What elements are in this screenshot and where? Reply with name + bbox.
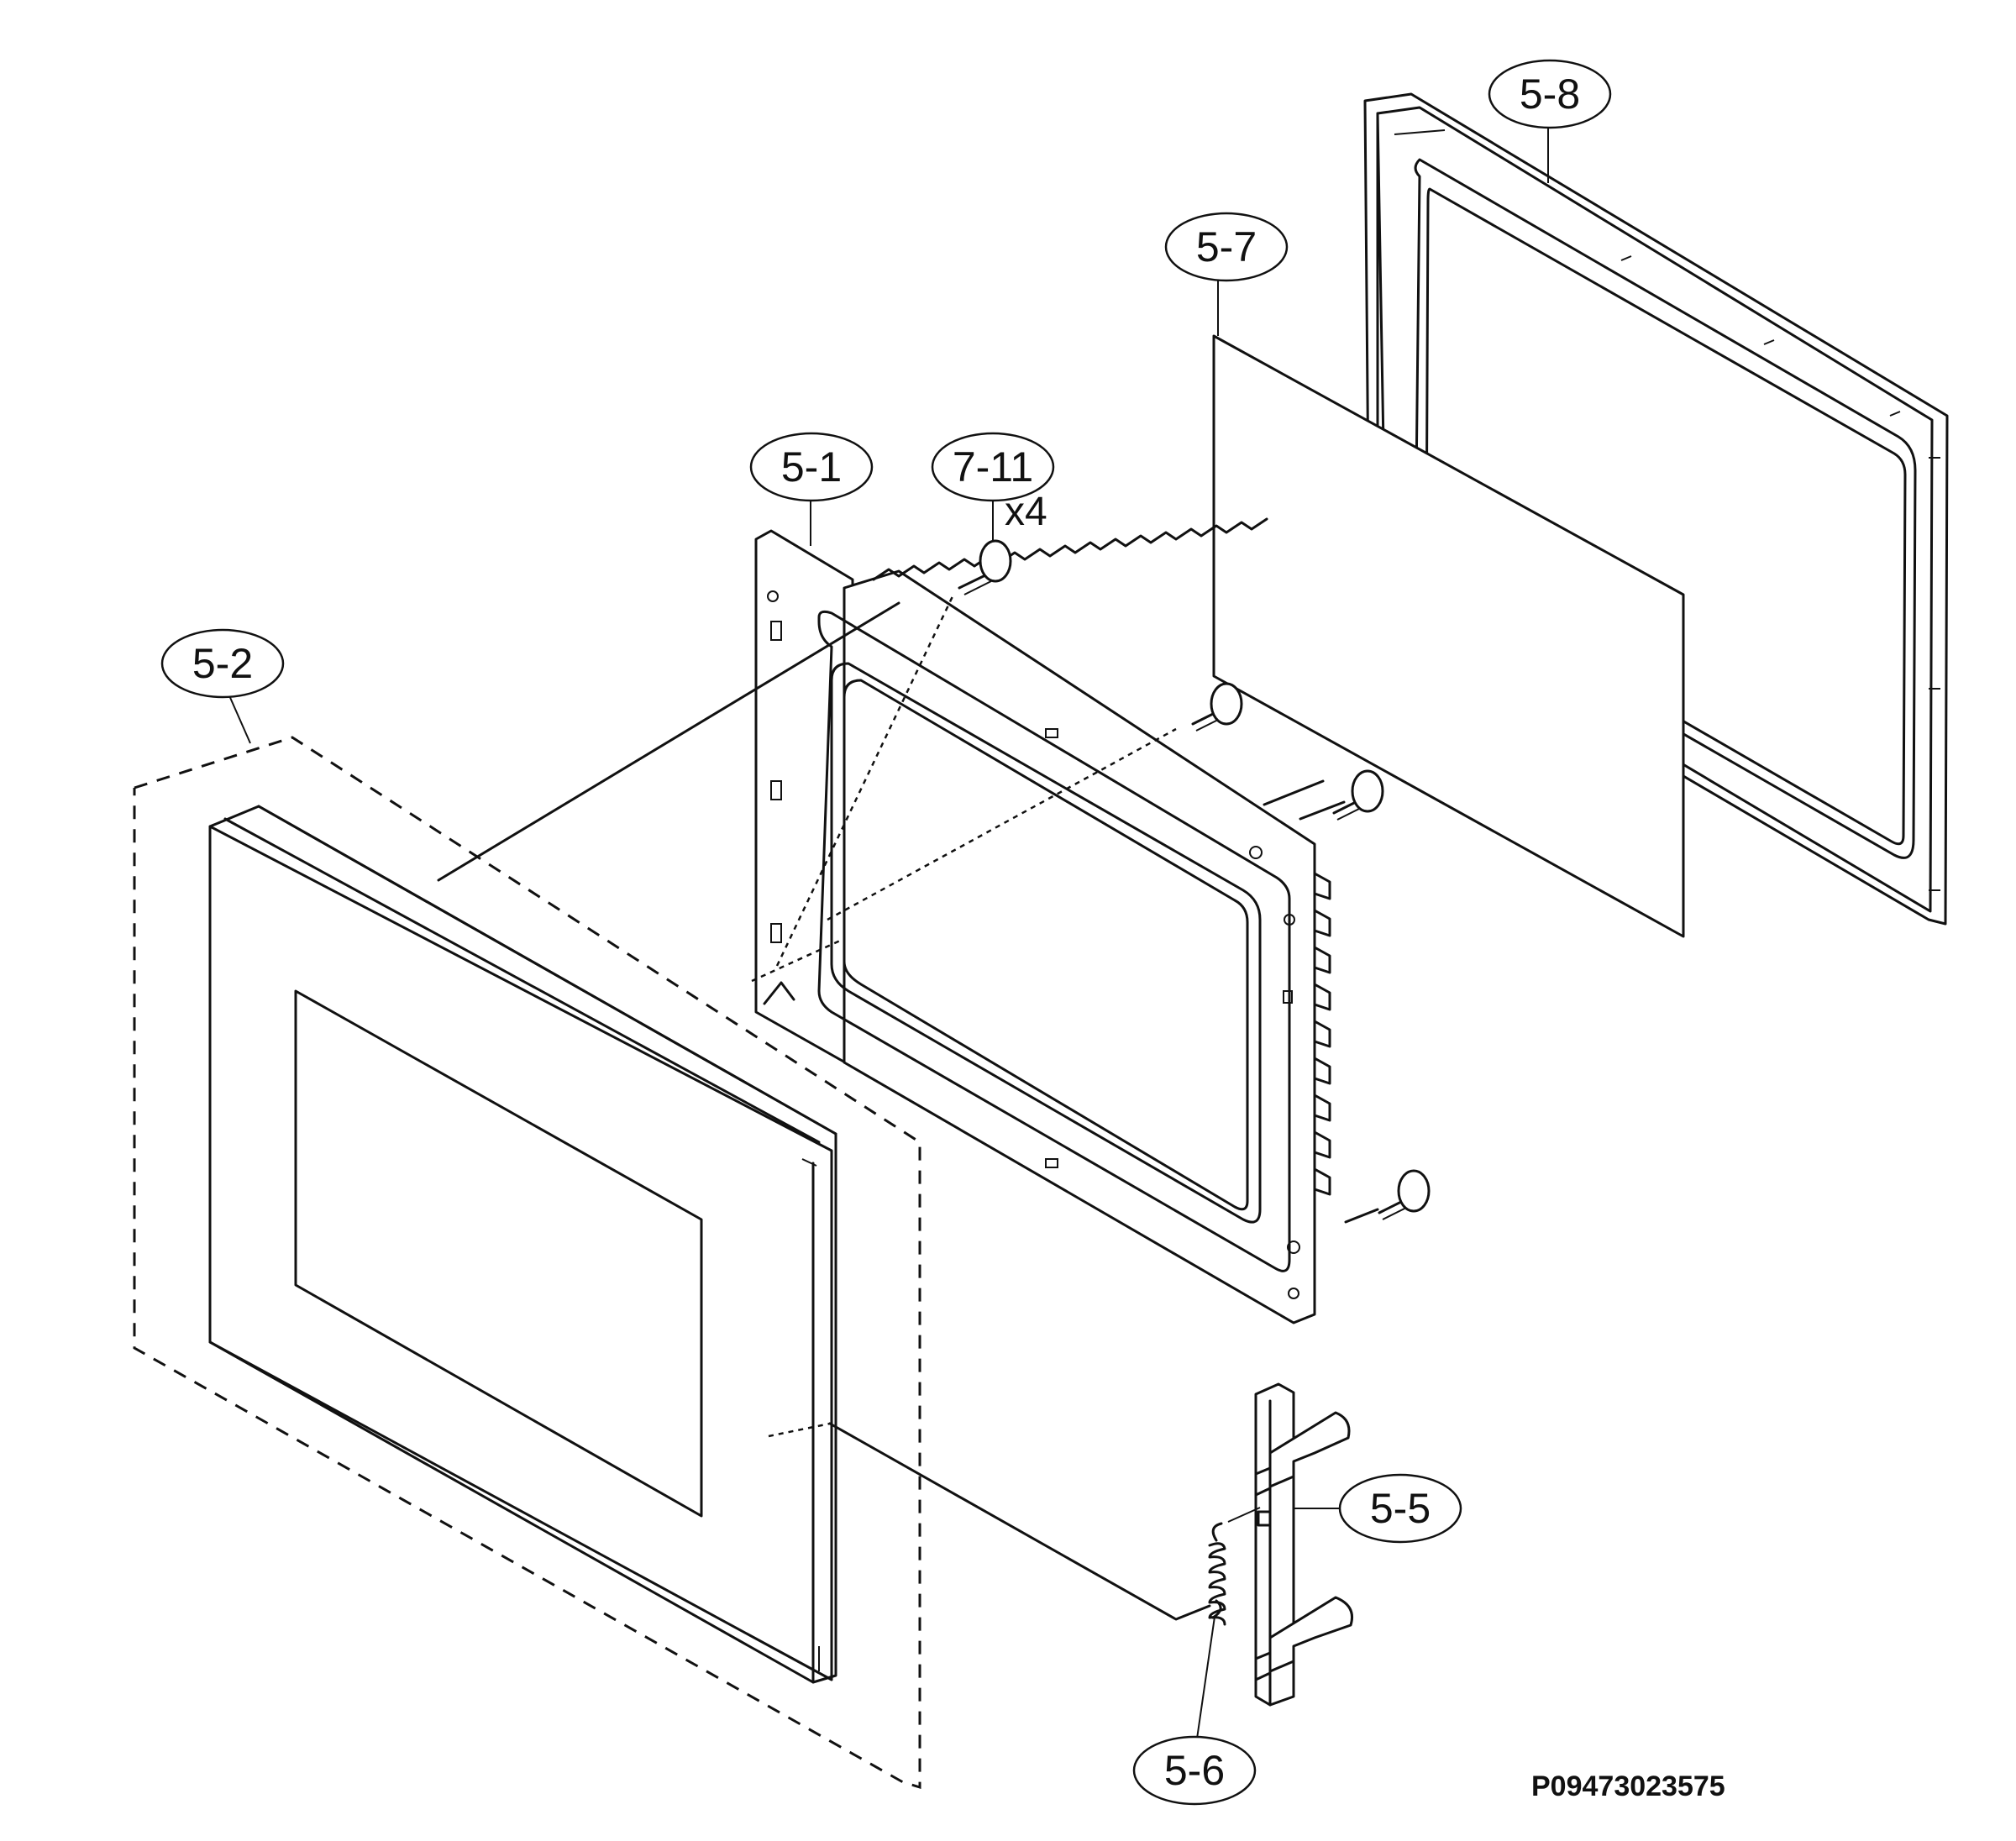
drawing-code: P09473023575 xyxy=(1531,1770,1725,1802)
label-5-6: 5-6 xyxy=(1164,1747,1225,1794)
callout-5-6: 5-6 xyxy=(1132,1616,1257,1806)
spring-5-6 xyxy=(1208,1507,1261,1626)
callout-5-1: 5-1 xyxy=(749,432,874,546)
door-panel-5-8 xyxy=(1363,92,1949,926)
callout-5-7: 5-7 xyxy=(1164,212,1289,336)
callout-7-11: 7-11 x4 xyxy=(931,432,1055,542)
label-5-5: 5-5 xyxy=(1370,1485,1431,1532)
glass-sheet-5-7 xyxy=(1212,334,1685,938)
front-door-5-2 xyxy=(208,805,837,1684)
callout-5-2: 5-2 xyxy=(160,628,285,744)
door-assembly-outline-5-2 xyxy=(133,736,921,1790)
callout-5-5: 5-5 xyxy=(1294,1473,1462,1544)
assembly-lines xyxy=(437,594,1379,1621)
screw-7-11-b xyxy=(1191,682,1243,732)
screw-7-11-d xyxy=(1378,1169,1431,1220)
label-5-8: 5-8 xyxy=(1520,71,1580,118)
screw-7-11-c xyxy=(1332,769,1384,821)
label-5-7: 5-7 xyxy=(1196,223,1257,270)
callout-5-8: 5-8 xyxy=(1488,59,1612,183)
latch-hook-5-5 xyxy=(1254,1382,1353,1707)
label-5-2: 5-2 xyxy=(192,640,253,687)
label-5-1: 5-1 xyxy=(781,443,842,490)
door-frame-5-1 xyxy=(754,517,1331,1324)
quantity-x4: x4 xyxy=(1005,490,1047,534)
screw-7-11-a xyxy=(958,539,1012,595)
label-7-11: 7-11 xyxy=(953,443,1033,490)
